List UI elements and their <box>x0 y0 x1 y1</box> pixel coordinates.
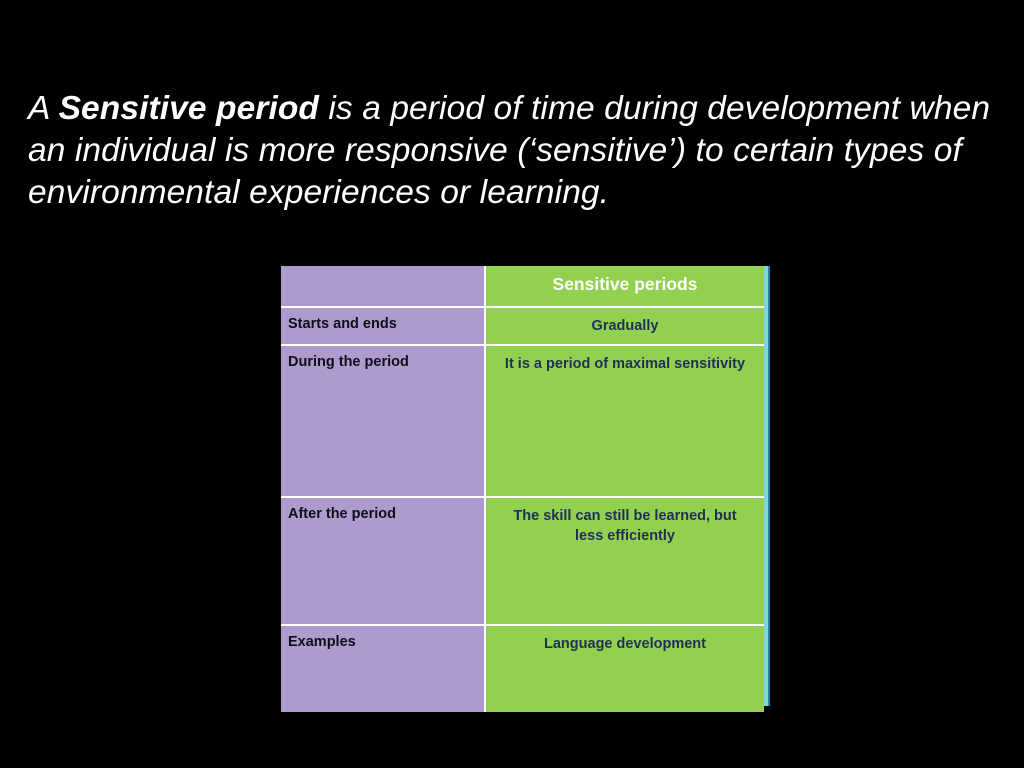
row-value-2: The skill can still be learned, but less… <box>513 508 737 544</box>
table-cell-value: Language development <box>485 625 764 712</box>
sensitive-periods-table-container: Sensitive periods Starts and ends Gradua… <box>281 266 770 712</box>
table-cell-label: During the period <box>281 345 486 498</box>
row-value-1: It is a period of maximal sensitivity <box>504 356 746 372</box>
row-value-0: Gradually <box>591 318 659 334</box>
table-cell-label: Starts and ends <box>281 307 486 346</box>
table-cell-value: It is a period of maximal sensitivity <box>485 345 764 498</box>
row-label-2: After the period <box>288 506 396 522</box>
row-value-3: Language development <box>544 636 706 652</box>
row-label-0: Starts and ends <box>288 316 397 332</box>
table-row: After the period The skill can still be … <box>281 497 764 626</box>
row-label-1: During the period <box>288 354 409 370</box>
slide-heading: A Sensitive period is a period of time d… <box>28 88 1000 214</box>
table-header-cell-empty <box>281 266 486 308</box>
heading-prefix: A <box>28 90 59 127</box>
table-row: Examples Language development <box>281 625 764 712</box>
table-cell-value: Gradually <box>485 307 764 346</box>
table-edge-stripe-cyan <box>764 266 768 706</box>
table-header-empty-label <box>281 266 484 274</box>
table-cell-label: After the period <box>281 497 486 626</box>
table-cell-label: Examples <box>281 625 486 712</box>
heading-emphasis: Sensitive period <box>58 90 319 127</box>
sensitive-periods-table: Sensitive periods Starts and ends Gradua… <box>281 266 764 712</box>
heading-suffix: is a period of time during development w… <box>28 90 991 211</box>
table-edge-stripe-blue <box>768 266 770 706</box>
table-row: During the period It is a period of maxi… <box>281 345 764 498</box>
table-header-title-label: Sensitive periods <box>552 274 698 294</box>
table-header-row: Sensitive periods <box>281 266 764 308</box>
table-header-cell-title: Sensitive periods <box>485 266 764 308</box>
table-cell-value: The skill can still be learned, but less… <box>485 497 764 626</box>
row-label-3: Examples <box>288 634 356 650</box>
table-row: Starts and ends Gradually <box>281 307 764 346</box>
